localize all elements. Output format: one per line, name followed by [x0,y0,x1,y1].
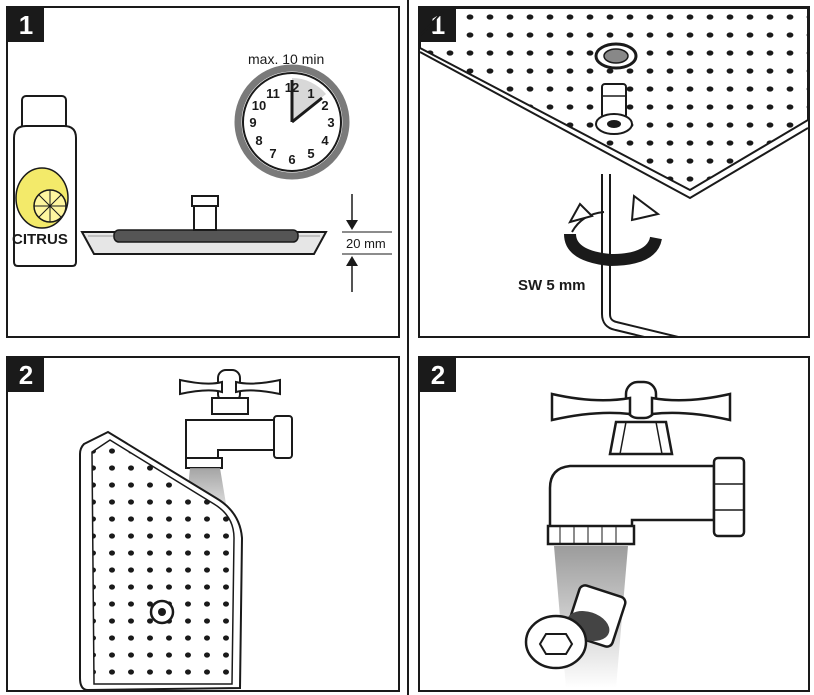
clock-number: 6 [288,152,295,167]
citrus-bottle [13,95,77,267]
hex-key-icon [601,174,679,336]
timer-label: max. 10 min [248,51,324,67]
clock-number: 11 [266,86,280,101]
shower-head-plate [79,430,244,690]
tool-size-label: SW 5 mm [518,277,586,294]
faucet-icon [179,369,293,469]
step-number: 2 [8,358,44,392]
clock-number: 8 [255,133,262,148]
rotate-arrow-icon [564,194,662,267]
nozzle-insert [595,83,633,135]
clock-number: 10 [252,98,266,113]
hex-key-illustration: SW 5 mm [420,8,808,336]
step-number: 2 [420,358,456,392]
faucet-icon [546,380,746,546]
clock-number: 3 [327,115,334,130]
step-number: 1 [8,8,44,42]
rinse-insert-illustration [524,380,746,688]
rinse-head-illustration [79,369,293,690]
clock-number: 5 [307,146,314,161]
depth-dimension [342,194,392,292]
panel-descale: 1 CITRUS [6,6,400,338]
clock-number: 1 [307,86,314,101]
panel-rinse-head: 2 [6,356,400,692]
bottle-label: CITRUS [12,231,68,248]
nozzle-insert [524,584,627,670]
clock-number: 7 [269,146,276,161]
panel-remove-insert: 1 SW 5 mm [418,6,810,338]
center-divider [407,0,409,695]
clock-number: 2 [321,98,328,113]
panel-rinse-insert: 2 [418,356,810,692]
clock-icon: 12 1 2 3 4 5 6 7 8 9 10 11 [234,64,350,180]
liquid-tray [80,195,328,255]
clock-number: 12 [285,80,299,95]
clock-number: 9 [249,115,256,130]
descale-illustration: CITRUS 20 mm max. 10 min 12 [12,51,392,292]
depth-label: 20 mm [346,236,386,251]
clock-number: 4 [321,133,329,148]
